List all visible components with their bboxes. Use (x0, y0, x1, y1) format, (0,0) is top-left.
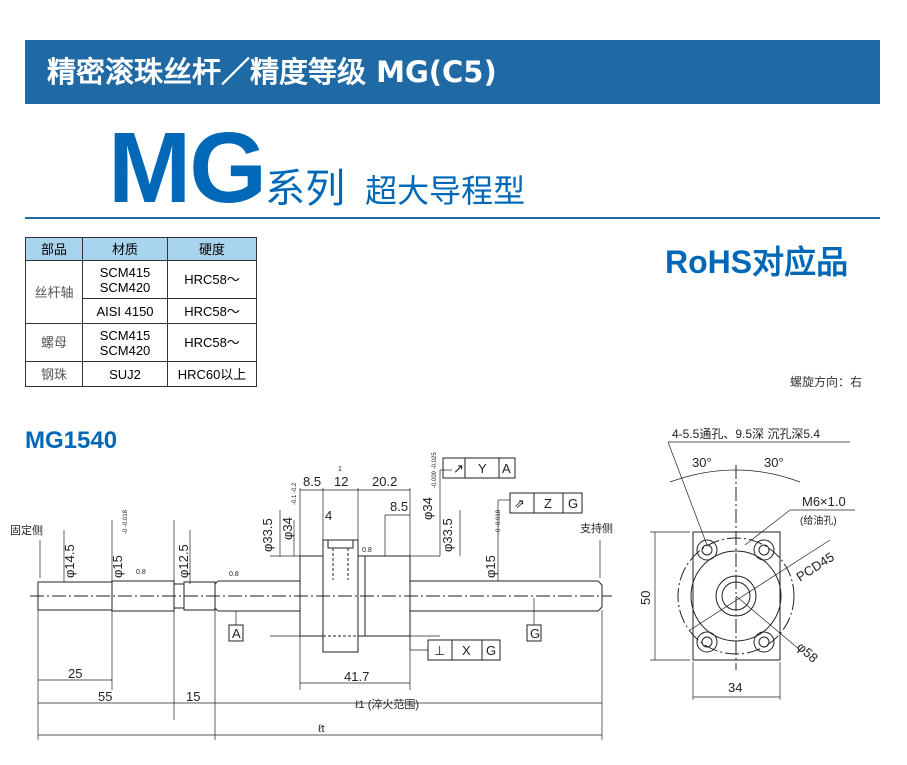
model-title: MG1540 (25, 427, 118, 454)
pcd-dim: PCD45 (793, 549, 836, 584)
rohs-label: RoHS对应品 (665, 244, 849, 280)
cell-material: SUJ2 (82, 361, 168, 387)
hole-spec: 4-5.5通孔、9.5深 沉孔深5.4 (672, 427, 820, 441)
dim-12: 12 (334, 474, 348, 489)
fcf1-datum: A (502, 461, 511, 476)
datum-a: A (232, 626, 241, 641)
fcf-perp-x (427, 639, 501, 661)
cell-hardness: HRC58～ (167, 260, 257, 299)
nut-end-view (650, 441, 855, 700)
tol-15-b: -0 -0.018 (496, 509, 502, 534)
fcf2-datum: G (568, 496, 578, 511)
oil-hole-label: (给油孔) (800, 514, 837, 527)
fixed-side-label: 固定侧 (10, 523, 43, 537)
datum-g: G (530, 626, 540, 641)
fcf2-symbol: ⇗ (514, 496, 525, 511)
fcf2-tol: Z (544, 496, 552, 511)
col-header: 材质 (82, 237, 168, 261)
dim-d15: φ15 (110, 555, 125, 578)
dim-d14-5: φ14.5 (62, 544, 77, 578)
roughness: 0.8 (362, 547, 372, 554)
tol-15: -0 -0.018 (123, 509, 129, 534)
series-subtitle: 超大导程型 (365, 172, 526, 210)
datum-a-box (228, 624, 244, 642)
dim-55: 55 (98, 689, 112, 704)
dim-4: 4 (325, 508, 332, 523)
series-code: MG (108, 112, 267, 224)
dim-d34-b: φ34 (420, 497, 435, 520)
dim-d12-5: φ12.5 (176, 544, 191, 578)
fcf3-datum: G (486, 643, 496, 658)
fcf-runout-y (442, 457, 516, 479)
cell-hardness: HRC60以上 (167, 361, 257, 387)
tol-34a: -0.1 -0.2 (292, 482, 298, 505)
col-header: 硬度 (167, 237, 257, 261)
dim-l1: ℓ1 (淬火范围) (355, 697, 419, 711)
fcf1-tol: Y (478, 461, 487, 476)
dim-20-2: 20.2 (372, 474, 397, 489)
cell-hardness: HRC58～ (167, 323, 257, 362)
fcf-runout-z (509, 492, 583, 514)
cell-material: AISI 4150 (82, 298, 168, 324)
dim-8-5: 8.5 (303, 474, 321, 489)
series-label: 系列 (265, 166, 346, 212)
dim-50: 50 (638, 591, 653, 605)
datum-g-box (526, 624, 542, 642)
roughness: 0.8 (136, 569, 146, 576)
angle-1: 30° (692, 455, 712, 470)
dim-d15-b: φ15 (483, 555, 498, 578)
flange-dia: φ58 (794, 639, 821, 665)
dim-1: 1 (338, 466, 342, 473)
page-header: 精密滚珠丝杆／精度等级 MG(C5) (25, 40, 880, 104)
cell-part: 钢珠 (25, 361, 83, 387)
support-side-label: 支持侧 (580, 521, 613, 535)
series-title: MG系列超大导程型 (108, 118, 525, 247)
dim-d33-5: φ33.5 (260, 518, 275, 552)
divider (25, 217, 880, 219)
dim-34: 34 (728, 680, 742, 695)
dim-d34: φ34 (280, 517, 295, 540)
ball-nut (299, 539, 411, 653)
dim-lt: ℓt (318, 723, 325, 735)
fcf1-symbol: ↗ (453, 461, 464, 476)
dim-41-7: 41.7 (344, 669, 369, 684)
fcf3-symbol: ⊥ (434, 643, 445, 658)
oil-thread: M6×1.0 (802, 494, 846, 509)
helix-direction: 螺旋方向：右 (790, 375, 863, 389)
roughness: 0.8 (229, 571, 239, 578)
tol-34b: -0.009 -0.025 (432, 452, 438, 488)
dim-15: 15 (186, 689, 200, 704)
dim-d33-5-b: φ33.5 (440, 518, 455, 552)
dim-25: 25 (68, 666, 82, 681)
angle-2: 30° (764, 455, 784, 470)
fcf3-tol: X (462, 643, 471, 658)
cell-part: 螺母 (25, 323, 83, 362)
dim-8-5-b: 8.5 (390, 499, 408, 514)
